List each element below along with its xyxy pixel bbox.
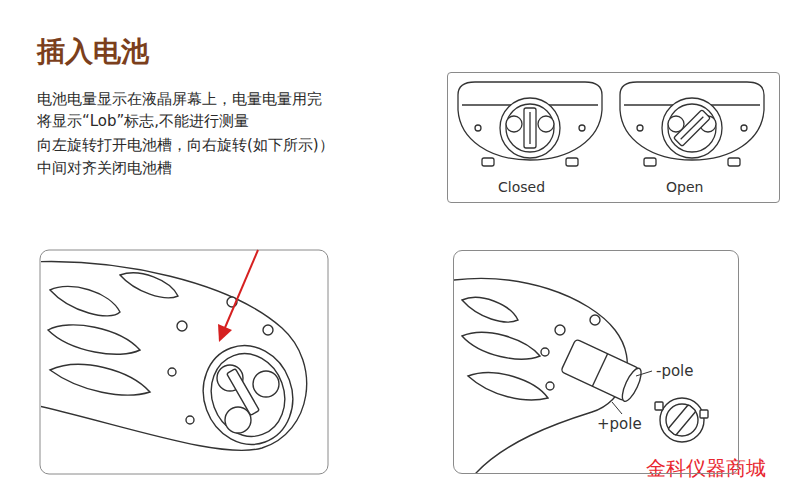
- leader-lines: [612, 371, 652, 414]
- watermark: 金科仪器商城: [643, 455, 769, 481]
- instruction-line: 向左旋转打开电池槽，向右旋转(如下所示)）: [37, 136, 334, 155]
- device-open: [620, 82, 764, 166]
- instruction-line: 电池电量显示在液晶屏幕上，电量电量用完: [37, 90, 322, 109]
- figure-frame: -pole +pole: [453, 250, 739, 474]
- state-caption: Closed: [498, 179, 545, 195]
- page-title: 插入电池: [37, 33, 149, 71]
- meter-body: [41, 262, 307, 457]
- device-closed: [458, 82, 602, 166]
- figure-frame: Closed Open: [447, 72, 780, 203]
- state-caption: Open: [666, 179, 703, 195]
- meter-open: [454, 278, 708, 473]
- instruction-line: 中间对齐关闭电池槽: [37, 159, 172, 178]
- pole-label: +pole: [597, 415, 642, 433]
- pointer-arrow: [218, 250, 258, 342]
- pole-label: -pole: [656, 362, 694, 380]
- instruction-line: 将显示“Lob”标志,不能进行测量: [37, 112, 249, 131]
